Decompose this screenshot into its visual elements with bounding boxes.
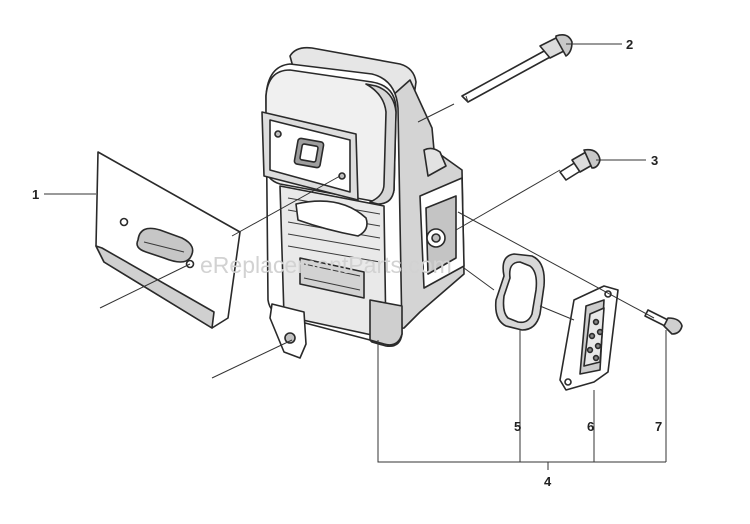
callout-6: 6 xyxy=(587,419,594,434)
callout-3: 3 xyxy=(651,153,658,168)
callout-1: 1 xyxy=(32,187,39,202)
callout-2: 2 xyxy=(626,37,633,52)
callout-5: 5 xyxy=(514,419,521,434)
baffle-screen-part-5 xyxy=(494,253,546,331)
gasket-part-1 xyxy=(95,151,241,329)
cover-plate-part-6 xyxy=(559,285,619,391)
callout-labels: 1 2 3 4 5 6 7 xyxy=(32,37,662,489)
long-bolt-part-2 xyxy=(461,34,573,103)
short-bolt-part-3 xyxy=(559,148,601,181)
callout-7: 7 xyxy=(655,419,662,434)
muffler-body-part-4 xyxy=(261,46,465,359)
leader-lines xyxy=(44,43,667,470)
watermark-text: eReplacementParts.com xyxy=(200,252,452,278)
callout-4: 4 xyxy=(544,474,552,489)
screw-part-7 xyxy=(644,309,683,335)
